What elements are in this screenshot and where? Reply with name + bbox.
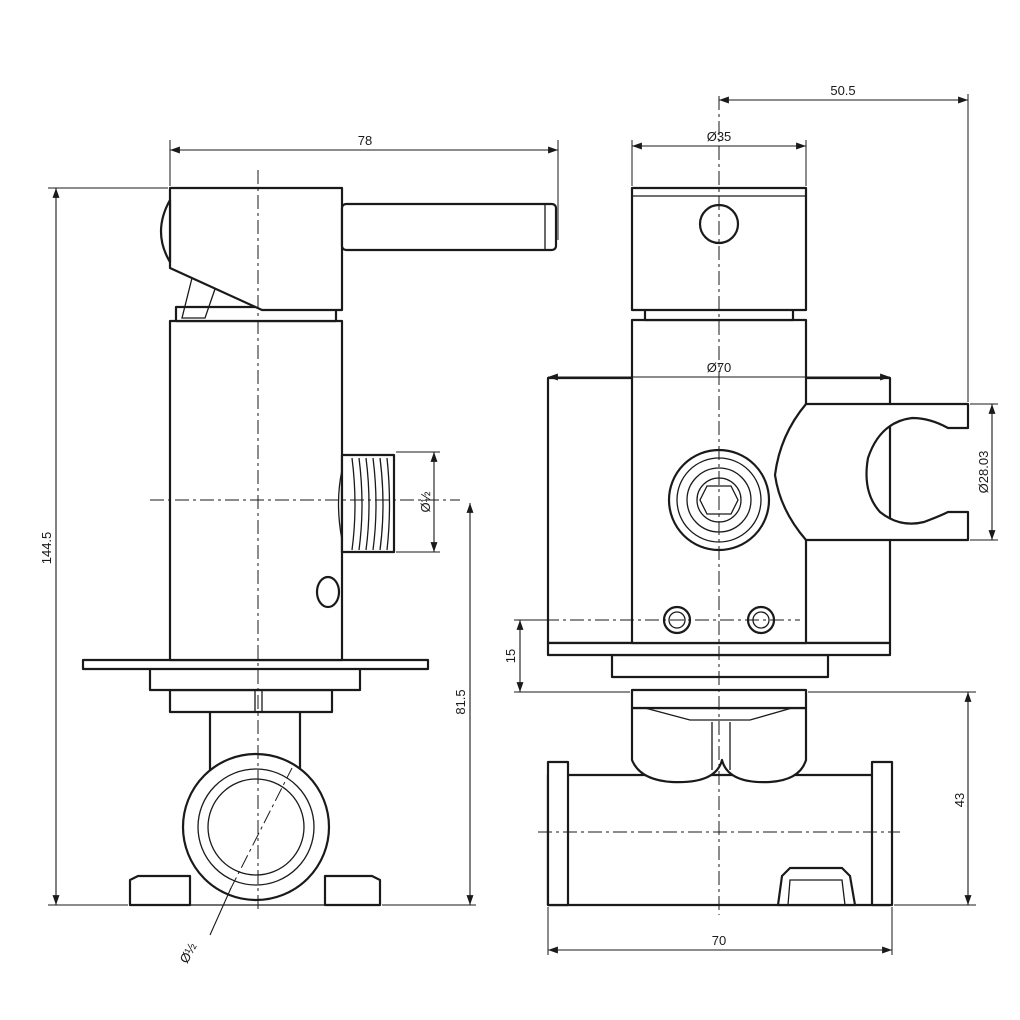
front-pipe-stub (776, 866, 857, 907)
dim-label-holder-diameter: Ø28.03 (976, 451, 991, 494)
side-view: 78 144.5 Ø½ 81.5 Ø½ (39, 133, 559, 966)
side-outlet-ring-mid (197, 768, 315, 886)
side-outlet-ring-inner (207, 778, 305, 876)
front-view: 50.5 Ø35 Ø70 Ø28.03 15 43 70 (503, 83, 998, 955)
dim-label-overall-width: 78 (358, 133, 372, 148)
dim-label-inlet-height: 43 (952, 793, 967, 807)
front-shower-holder (773, 402, 970, 542)
dim-label-lower-height: 81.5 (453, 689, 468, 714)
side-outlet-ring-outer (181, 752, 331, 902)
side-base-plate (128, 874, 382, 907)
dim-label-cap-diameter: Ø35 (707, 129, 732, 144)
side-collar (168, 688, 334, 714)
side-handle-cap (168, 186, 344, 312)
dim-label-overall-height: 144.5 (39, 532, 54, 565)
side-thread-lines (351, 457, 391, 551)
front-trim-block (610, 653, 830, 679)
side-body (168, 319, 344, 662)
dim-label-depth: 15 (503, 649, 518, 663)
front-outlet-hex (699, 485, 739, 515)
side-lever (340, 202, 558, 252)
dim-label-bottom-thread: Ø½ (176, 940, 199, 966)
dim-label-offset-top: 50.5 (830, 83, 855, 98)
side-screw-hole (315, 575, 341, 609)
side-trim-block (148, 666, 362, 692)
side-cap-knob (160, 198, 172, 264)
side-thread-outlet (340, 453, 396, 554)
dim-label-base-width: 70 (712, 933, 726, 948)
dim-label-flange-diameter: Ø70 (707, 360, 732, 375)
front-hex-collar (630, 706, 808, 784)
dim-label-thread-left: Ø½ (418, 491, 433, 512)
side-wall-plate (81, 658, 430, 671)
front-pipe-end-left (546, 760, 570, 907)
front-pipe-end-right (870, 760, 894, 907)
